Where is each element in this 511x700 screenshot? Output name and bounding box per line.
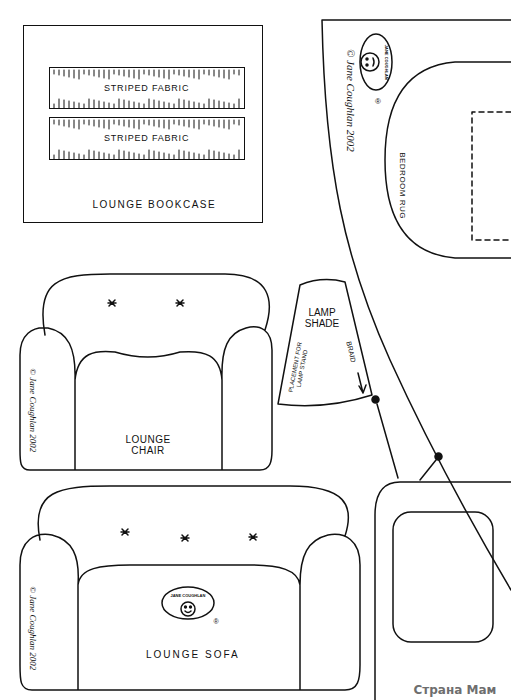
tv-antenna [420,460,436,480]
pattern-piece: © Jane Coughlan 2002 JANE COUGHLAN ® LOUNGE… [16,482,364,694]
pattern-piece: LAMP SHADE PLACEMENT FOR LAMP STAND BRAID [276,274,374,412]
pattern-label: LOUNGE SOFA [146,649,240,661]
tv-antenna [377,404,398,478]
tv-outline [375,482,511,700]
pattern-piece: © Jane Coughlan 2002LOUNGE CHAIR [16,270,276,474]
pattern-label: LOUNGE CHAIR [119,434,177,457]
pattern-label: PLACEMENT FOR LAMP STAND [287,337,311,399]
pattern-label: JANE COUGHLAN [171,594,206,599]
watermark: Страна Мам [414,683,497,697]
piece-outline [24,26,264,224]
pattern-label: BEDROOM RUG [397,152,406,219]
copyright-note: © Jane Coughlan 2002 [344,48,357,151]
pattern-label: BRAID [344,341,357,364]
pattern-label: LAMP SHADE [297,307,347,330]
pattern-label: STRIPED FABRIC [104,83,189,93]
copyright-note: © Jane Coughlan 2002 [28,586,38,670]
copyright-note: © Jane Coughlan 2002 [28,368,38,452]
pattern-label: ® [214,618,219,626]
pattern-piece: LOUNGE BOOKCASE STRIPED FABRIC STRIPED FAB… [23,25,263,223]
piece-outline [16,482,364,694]
pattern-label: JANE COUGHLAN [383,44,388,79]
pattern-piece: BEDROOM RUG [383,58,511,262]
pattern-label: ® [375,97,381,106]
pattern-label: LOUNGE BOOKCASE [93,199,217,211]
pattern-label: STRIPED FABRIC [104,133,189,143]
pattern-piece: STRIPED FABRIC [49,67,245,109]
pattern-piece: STRIPED FABRIC [49,117,245,160]
antenna-tip [372,396,379,403]
